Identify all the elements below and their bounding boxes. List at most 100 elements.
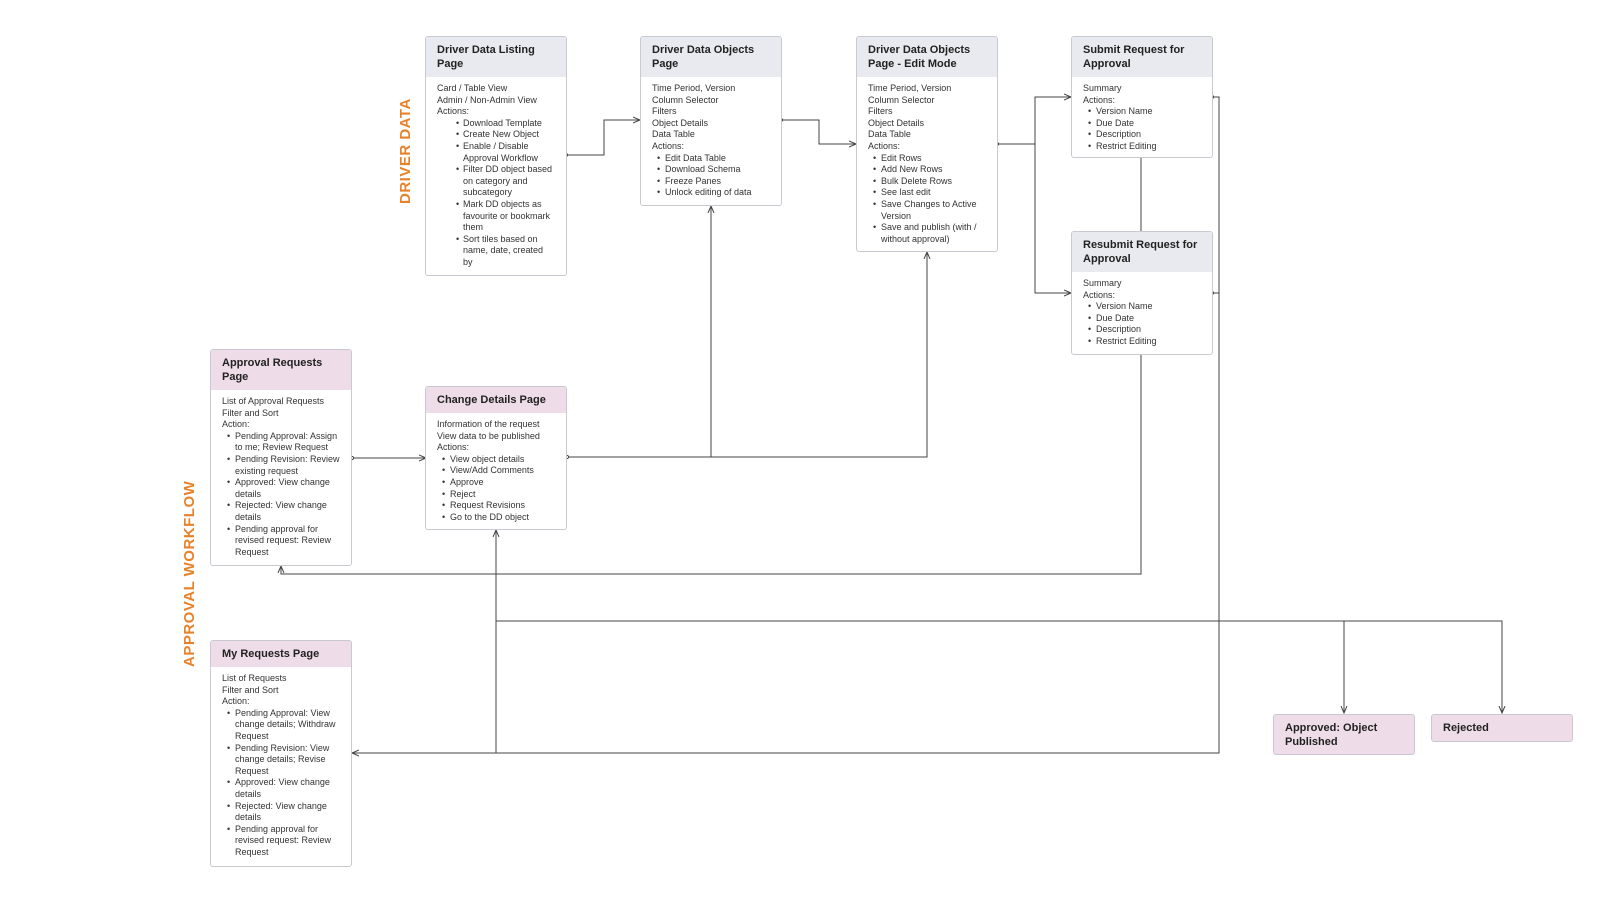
- card-line: Summary: [1083, 83, 1122, 93]
- section-label-approval-workflow: APPROVAL WORKFLOW: [181, 480, 198, 667]
- card-action-item: Restrict Editing: [1083, 336, 1201, 348]
- card-action-item: Restrict Editing: [1083, 141, 1201, 153]
- card-line: Filter and Sort: [222, 684, 279, 695]
- card-line: Time Period, Version: [652, 83, 736, 93]
- card-line: Admin / Non-Admin View: [437, 94, 537, 105]
- card-line: Object Details: [652, 117, 709, 128]
- card-action-item: Pending approval for revised request: Re…: [222, 524, 340, 559]
- card-action-item: Description: [1083, 129, 1201, 141]
- section-label-driver-data: DRIVER DATA: [397, 98, 414, 204]
- card-action-list: Version NameDue DateDescriptionRestrict …: [1083, 106, 1201, 152]
- card-action-list: Pending Approval: Assign to me; Review R…: [222, 431, 340, 559]
- card-action-item: Pending Revision: Review existing reques…: [222, 454, 340, 477]
- card-action-item: Go to the DD object: [437, 512, 555, 524]
- connector-listing-to-objects: [566, 120, 640, 156]
- card-line: Data Table: [868, 129, 911, 140]
- card-line: Information of the request: [437, 419, 540, 429]
- card-action-item: Enable / Disable Approval Workflow: [437, 141, 555, 164]
- card-title: Driver Data Objects Page: [641, 37, 781, 77]
- connector-outcome-bus: [496, 620, 1502, 713]
- card-action-item: Due Date: [1083, 118, 1201, 130]
- card-line: List of Requests: [222, 673, 287, 683]
- card-action-item: Reject: [437, 489, 555, 501]
- card-action-item: Edit Rows: [868, 153, 986, 165]
- card-action-list: Edit RowsAdd New RowsBulk Delete RowsSee…: [868, 153, 986, 246]
- card-title: Approval Requests Page: [211, 350, 351, 390]
- connector-edit-to-resubmit: [1034, 144, 1071, 293]
- card-action-item: Freeze Panes: [652, 176, 770, 188]
- card-line: Column Selector: [868, 94, 935, 105]
- card-title: Submit Request for Approval: [1072, 37, 1212, 77]
- card-line: Actions:: [868, 140, 901, 151]
- card-line: Column Selector: [652, 94, 719, 105]
- card-line: Object Details: [868, 117, 925, 128]
- card-action-item: Save Changes to Active Version: [868, 199, 986, 222]
- card-action-item: Sort tiles based on name, date, created …: [437, 234, 555, 269]
- card-line: Time Period, Version: [868, 83, 952, 93]
- card-action-item: Edit Data Table: [652, 153, 770, 165]
- card-action-item: View/Add Comments: [437, 465, 555, 477]
- card-action-item: Due Date: [1083, 313, 1201, 325]
- card-action-item: Version Name: [1083, 301, 1201, 313]
- status-rejected[interactable]: Rejected: [1431, 714, 1573, 742]
- card-line: Data Table: [652, 129, 695, 140]
- card-action-list: Edit Data TableDownload SchemaFreeze Pan…: [652, 153, 770, 199]
- card-action-list: Download TemplateCreate New ObjectEnable…: [437, 118, 555, 269]
- card-action-item: See last edit: [868, 187, 986, 199]
- card-action-item: Download Template: [437, 118, 555, 130]
- card-action-item: Mark DD objects as favourite or bookmark…: [437, 199, 555, 234]
- card-title: Driver Data Objects Page - Edit Mode: [857, 37, 997, 77]
- card-action-list: View object detailsView/Add CommentsAppr…: [437, 454, 555, 524]
- card-action-item: Pending Revision: View change details; R…: [222, 743, 340, 778]
- card-line: List of Approval Requests: [222, 396, 325, 406]
- card-action-item: Unlock editing of data: [652, 187, 770, 199]
- card-line: Filters: [652, 106, 677, 117]
- card-line: Actions:: [1083, 289, 1116, 300]
- card-line: Summary: [1083, 278, 1122, 288]
- card-line: Action:: [222, 419, 250, 430]
- card-line: Card / Table View: [437, 83, 508, 93]
- card-action-list: Version NameDue DateDescriptionRestrict …: [1083, 301, 1201, 347]
- connector-objects-to-edit: [781, 119, 856, 144]
- card-action-item: Filter DD object based on category and s…: [437, 164, 555, 199]
- connector-edit-to-submit: [997, 97, 1071, 145]
- card-action-item: Save and publish (with / without approva…: [868, 222, 986, 245]
- card-line: Actions:: [1083, 94, 1116, 105]
- connector-change-details-to-objects: [567, 206, 711, 458]
- card-action-item: Pending Approval: View change details; W…: [222, 708, 340, 743]
- card-line: View data to be published: [437, 430, 540, 441]
- connector-change-details-to-edit: [711, 252, 927, 458]
- card-action-item: Pending approval for revised request: Re…: [222, 824, 340, 859]
- connector-resubmit-to-approval-requests: [281, 355, 1142, 575]
- card-line: Actions:: [652, 140, 685, 151]
- card-action-item: Approve: [437, 477, 555, 489]
- card-action-list: Pending Approval: View change details; W…: [222, 708, 340, 859]
- card-action-item: View object details: [437, 454, 555, 466]
- card-action-item: Add New Rows: [868, 164, 986, 176]
- card-line: Actions:: [437, 106, 470, 117]
- status-approved-object-published[interactable]: Approved: Object Published: [1273, 714, 1415, 755]
- card-action-item: Request Revisions: [437, 500, 555, 512]
- card-action-item: Description: [1083, 324, 1201, 336]
- card-title: Change Details Page: [426, 387, 566, 413]
- card-title: Driver Data Listing Page: [426, 37, 566, 77]
- card-action-item: Version Name: [1083, 106, 1201, 118]
- connector-submit-to-my-requests: [352, 96, 1220, 753]
- card-action-item: Rejected: View change details: [222, 500, 340, 523]
- card-line: Actions:: [437, 442, 470, 453]
